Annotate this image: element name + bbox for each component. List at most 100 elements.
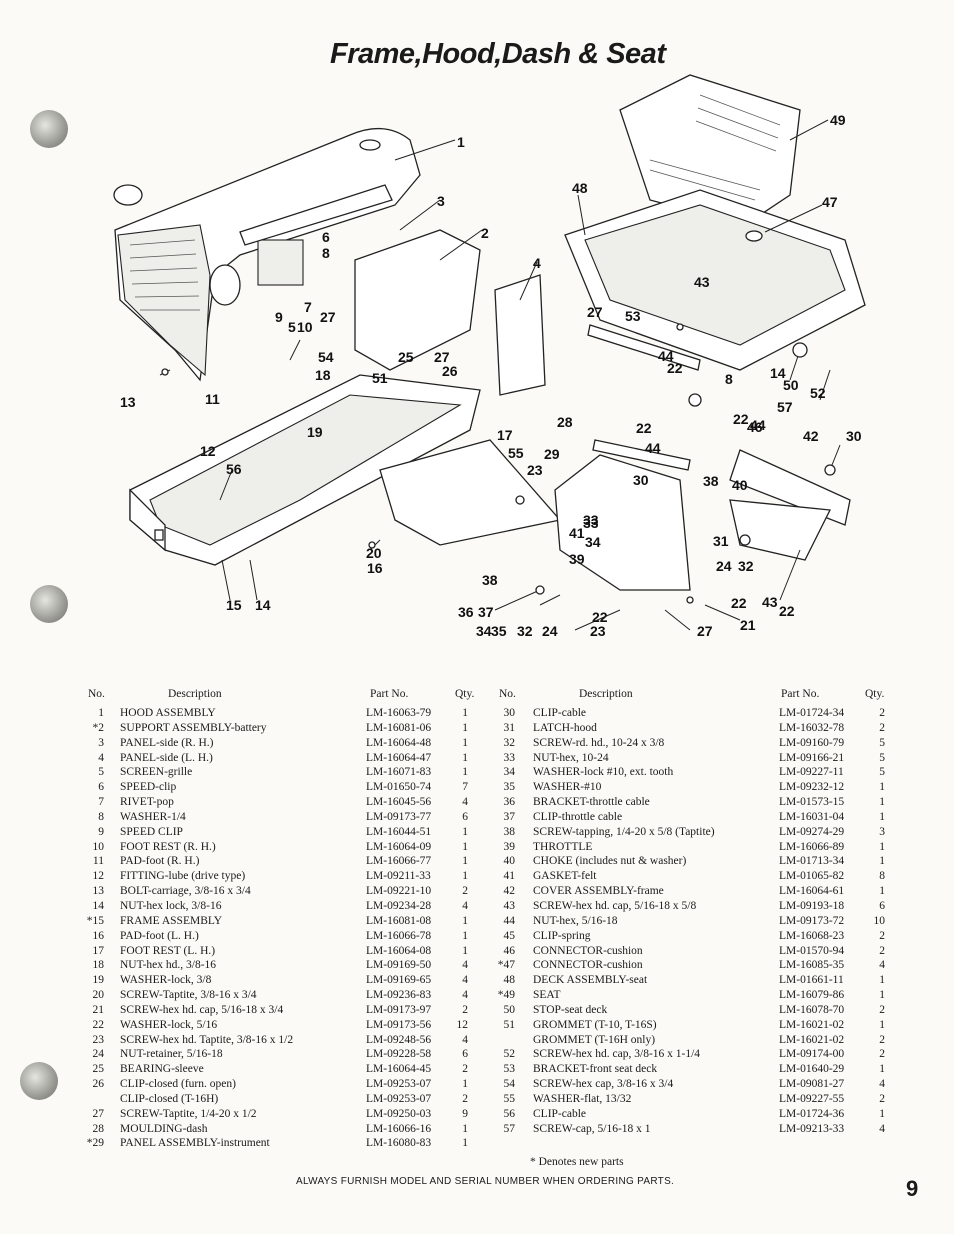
callout-label: 44	[658, 348, 674, 364]
header-part-no: Part No.	[781, 688, 820, 700]
part-number-index: 27	[92, 1107, 105, 1120]
callout-label: 31	[713, 533, 729, 549]
callout-label: 39	[569, 551, 585, 567]
part-number: LM-01724-36	[779, 1107, 845, 1120]
part-number: LM-09169-50	[366, 959, 432, 972]
part-number-index: 6	[98, 781, 104, 794]
part-quantity: 5	[879, 736, 885, 749]
part-number-index: 3	[98, 736, 104, 749]
callout-label: 20	[366, 545, 382, 561]
part-description: PANEL ASSEMBLY-instrument	[120, 1137, 270, 1150]
part-number: LM-09227-55	[779, 1092, 845, 1105]
part-quantity: 4	[462, 796, 468, 809]
part-number-index: 30	[503, 707, 516, 719]
part-quantity: 1	[462, 1078, 468, 1091]
part-quantity: 1	[462, 736, 468, 749]
part-number-index: 17	[92, 944, 105, 957]
part-number: LM-16078-70	[779, 1003, 845, 1016]
part-description: CONNECTOR-cushion	[533, 944, 643, 957]
part-number: LM-09213-33	[779, 1122, 845, 1135]
callout-label: 22	[733, 411, 749, 427]
part-quantity: 10	[873, 914, 886, 927]
header-no: No.	[88, 688, 105, 700]
callout-label: 36	[458, 604, 474, 620]
part-number: LM-09236-83	[366, 989, 432, 1002]
part-number: LM-09160-79	[779, 736, 845, 749]
callout-label: 8	[725, 371, 733, 387]
part-number-index: 28	[92, 1122, 105, 1135]
part-description: BEARING-sleeve	[120, 1063, 204, 1076]
part-number-index: 40	[503, 855, 516, 868]
header-qty: Qty.	[455, 688, 475, 700]
callout-label: 53	[625, 308, 641, 324]
callout-label: 25	[398, 349, 414, 365]
part-number: LM-16064-08	[366, 944, 432, 957]
part-quantity: 4	[462, 959, 468, 972]
callout-label: 44	[750, 417, 766, 433]
header-description: Description	[579, 688, 633, 700]
part-quantity: 1	[462, 944, 468, 957]
part-quantity: 2	[879, 1033, 885, 1046]
part-number: LM-09227-11	[779, 766, 844, 779]
callout-label: 3	[437, 193, 445, 209]
part-number: LM-09248-56	[366, 1033, 432, 1046]
callout-label: 27	[320, 309, 336, 325]
part-number-index: 56	[503, 1107, 516, 1120]
callout-label: 42	[803, 428, 819, 444]
callout-label: 12	[200, 443, 216, 459]
part-number: LM-01573-15	[779, 796, 845, 809]
callout-label: 22	[667, 360, 683, 376]
part-quantity: 1	[462, 855, 468, 868]
part-quantity: 1	[462, 751, 468, 764]
callout-label: 50	[783, 377, 799, 393]
callout-label: 34	[585, 534, 601, 550]
part-quantity: 1	[462, 766, 468, 779]
part-quantity: 8	[879, 870, 885, 883]
part-quantity: 1	[879, 1063, 885, 1076]
part-number-index: *49	[497, 989, 515, 1002]
callout-label: 29	[544, 446, 560, 462]
callout-label: 5	[288, 319, 296, 335]
part-description: STOP-seat deck	[533, 1003, 608, 1016]
hood-assembly-drawing	[113, 127, 421, 382]
part-description: FOOT REST (L. H.)	[120, 944, 216, 957]
part-number-index: 23	[92, 1033, 105, 1046]
part-number: LM-16066-77	[366, 855, 432, 868]
part-quantity: 7	[462, 781, 468, 794]
callout-label: 24	[716, 558, 732, 574]
part-number-index: 19	[92, 974, 105, 987]
part-description: SCREW-hex hd. cap, 5/16-18 x 5/8	[533, 899, 697, 912]
part-description: COVER ASSEMBLY-frame	[533, 885, 664, 898]
callout-label: 22	[779, 603, 795, 619]
callout-label: 48	[572, 180, 588, 196]
part-number: LM-09173-77	[366, 810, 432, 823]
callout-label: 17	[497, 427, 513, 443]
callout-label: 35	[491, 623, 507, 639]
footnote: * Denotes new parts	[530, 1156, 624, 1168]
part-description: PAD-foot (L. H.)	[120, 929, 199, 942]
callout-label: 37	[478, 604, 494, 620]
part-quantity: 4	[879, 959, 885, 972]
part-quantity: 1	[462, 929, 468, 942]
part-number: LM-09221-10	[366, 885, 432, 898]
callout-label: 30	[633, 472, 649, 488]
